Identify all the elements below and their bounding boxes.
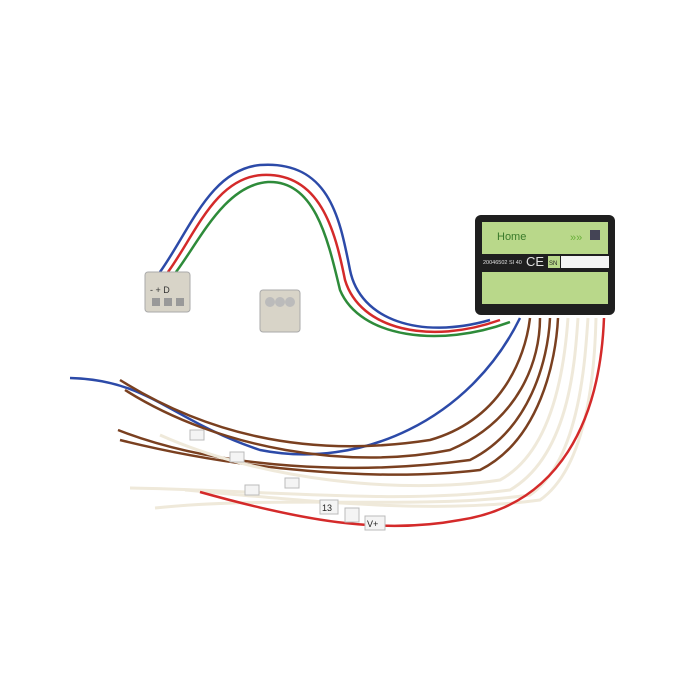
terminal-labels (482, 272, 608, 304)
wire-bundle (69, 317, 606, 528)
wire-tag-13: 13 (322, 503, 332, 513)
rgb-cable (158, 163, 511, 338)
terminal-block (259, 289, 301, 333)
connector-pin-label: - + D (150, 285, 170, 295)
wire-tag-vplus: V+ (367, 519, 378, 529)
three-pin-connector: - + D (144, 271, 191, 313)
brand-logo: Home (497, 231, 526, 243)
svg-text:»»: »» (570, 232, 582, 244)
control-module: Home »» 20046502 SI 40 CE SN (475, 215, 615, 315)
wire-tags: 13 V+ (189, 429, 386, 531)
ce-mark: CE (526, 254, 544, 269)
model-number: 20046502 SI 40 (483, 260, 522, 266)
serial-label: SN (549, 261, 557, 267)
